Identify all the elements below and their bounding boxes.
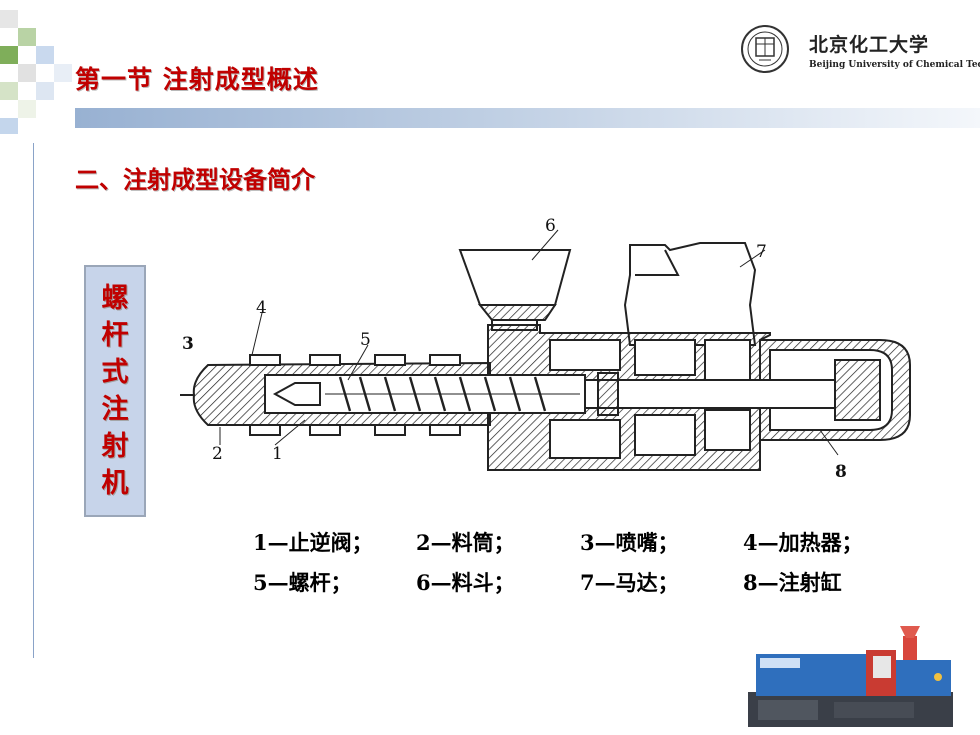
side-label-char: 螺 [101, 283, 129, 314]
legend-item: 5—螺杆； [253, 570, 352, 595]
diagram-label-4: 4 [256, 298, 267, 318]
page-title: 第一节 注射成型概述 [75, 65, 319, 94]
section-subtitle: 二、注射成型设备简介 [75, 166, 315, 194]
left-divider [33, 143, 34, 658]
legend-item: 7—马达； [580, 570, 679, 595]
side-label-char: 射 [101, 431, 129, 462]
injection-machine-photo [738, 622, 970, 732]
corner-decoration [0, 10, 72, 134]
legend-item: 1—止逆阀； [253, 530, 373, 555]
header-bar [75, 108, 980, 128]
university-name-cn: 北京化工大学 [809, 34, 930, 56]
legend-item: 3—喷嘴； [580, 530, 679, 555]
side-label-char: 式 [101, 357, 129, 388]
diagram-label-1: 1 [272, 444, 283, 464]
university-seal-icon [741, 25, 789, 73]
university-name-en: Beijing University of Chemical Technolog… [809, 60, 980, 70]
diagram-label-7: 7 [756, 242, 767, 262]
diagram-label-8: 8 [835, 462, 847, 482]
legend-item: 4—加热器； [743, 530, 863, 555]
diagram-label-6: 6 [545, 216, 556, 236]
side-label-char: 机 [101, 468, 129, 499]
diagram-label-3: 3 [182, 334, 194, 354]
legend-item: 8—注射缸 [743, 570, 842, 595]
side-label-box: 螺 杆 式 注 射 机 [84, 265, 146, 517]
legend-item: 2—料筒； [416, 530, 515, 555]
side-label-char: 杆 [101, 320, 129, 351]
university-logo: 北京化工大学 Beijing University of Chemical Te… [735, 24, 980, 74]
screw-injection-diagram: 6 7 4 5 3 2 1 8 [180, 216, 911, 482]
diagram-label-5: 5 [360, 330, 371, 350]
diagram-label-2: 2 [212, 444, 223, 464]
side-label-char: 注 [101, 394, 129, 425]
legend-item: 6—料斗； [416, 570, 515, 595]
